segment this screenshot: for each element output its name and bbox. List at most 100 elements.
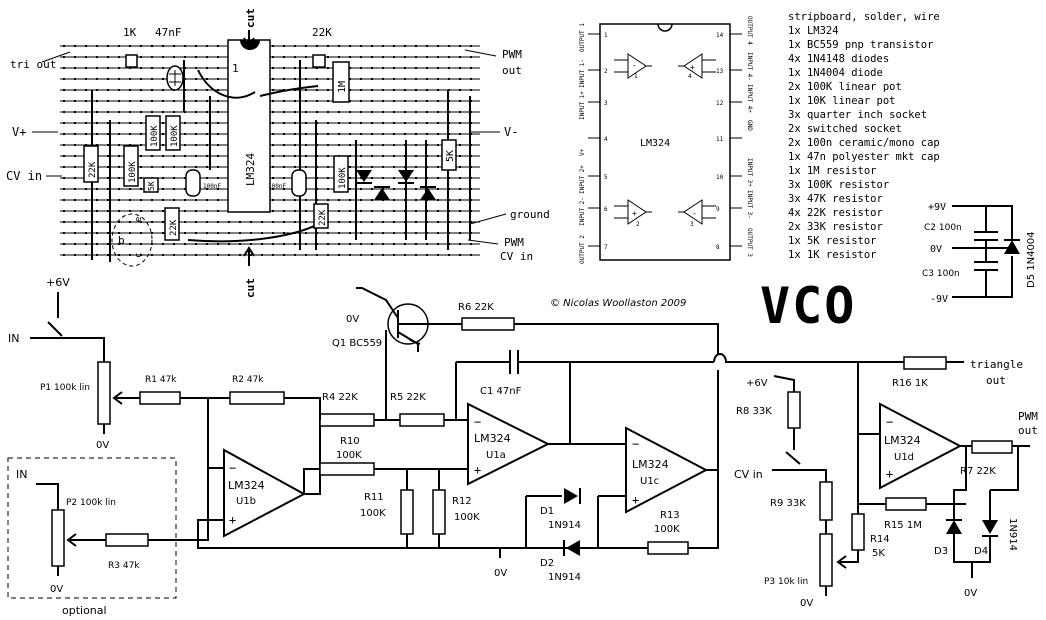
board-100k-a [123,145,139,187]
strip-hole [195,199,197,201]
strip-hole [63,111,65,113]
strip-hole [129,144,131,146]
strip-hole [140,210,142,212]
sch-optional-box [7,457,177,599]
strip-hole [107,232,109,234]
strip-hole [184,166,186,168]
pinout-amp-number: 1 [634,73,638,80]
parts-list-item: 1x BC559 pnp transistor [788,39,934,51]
strip-hole [173,254,175,256]
strip-hole [140,133,142,135]
strip-hole [459,254,461,256]
power-plus9-label: +9V [928,202,946,213]
board-100nf-a [185,169,201,197]
strip-hole [470,45,472,47]
strip-hole [415,199,417,201]
strip-hole [404,45,406,47]
strip-hole [96,188,98,190]
strip-hole [140,166,142,168]
stripboard-ic-body [227,39,271,213]
strip-hole [437,232,439,234]
strip-hole [96,199,98,201]
strip-hole [393,45,395,47]
strip-hole [393,199,395,201]
strip-hole [85,188,87,190]
sch-u1a [467,402,551,486]
jumper-wire-a [197,69,256,99]
strip-hole [107,177,109,179]
stripboard-cut-bottom: cut [244,278,257,298]
strip-hole [272,133,274,135]
sch-u1c-wiring [525,469,719,549]
strip-hole [74,78,76,80]
strip-hole [283,232,285,234]
sch-u1a-plus: + [474,463,481,477]
strip-hole [349,45,351,47]
strip-hole [360,122,362,124]
strip-hole [140,67,142,69]
strip-hole [283,177,285,179]
strip-hole [228,221,230,223]
strip-hole [349,144,351,146]
strip-hole [151,67,153,69]
strip-hole [151,45,153,47]
pinout-notch [657,23,673,32]
strip-hole [96,144,98,146]
strip-hole [327,254,329,256]
board-100nf-b-label: 100nF [268,183,286,190]
sch-c1-label: C1 47nF [480,386,522,397]
strip-hole [162,100,164,102]
strip-hole [162,155,164,157]
sch-r3 [105,533,149,547]
strip-hole [272,89,274,91]
sch-gnd-right: 0V [964,588,977,599]
strip-hole [349,100,351,102]
board-diode-2 [374,188,390,200]
strip-hole [118,166,120,168]
strip-hole [195,254,197,256]
strip-hole [129,232,131,234]
sch-r6-wiring [514,323,719,470]
strip-hole [118,78,120,80]
power-zero-label: 0V [930,244,942,255]
strip-hole [382,155,384,157]
strip-hole [272,100,274,102]
strip-hole [371,78,373,80]
cut-bottom-arrow [243,246,255,266]
sch-u1a-label: LM324 [474,432,511,445]
sch-p2-label: P2 100k lin [66,498,116,508]
strip-hole [415,100,417,102]
sch-in-opt: IN [16,468,27,481]
strip-hole [459,89,461,91]
strip-hole [371,56,373,58]
strip-hole [327,155,329,157]
pwm-out-sch-word2: out [1018,424,1038,437]
strip-hole [206,210,208,212]
strip-hole [294,210,296,212]
strip-hole [217,221,219,223]
strip-hole [437,177,439,179]
strip-hole [371,133,373,135]
strip-hole [327,232,329,234]
label-47nf: 47nF [155,26,182,39]
power-section: +9V C2 100n 0V C3 100n -9V D5 1N4004 [922,202,1037,305]
sch-r11-val: 100K [360,508,386,519]
strip-hole [371,243,373,245]
board-5k-small-label: 5K [147,181,156,191]
sch-c1-plates [509,350,519,374]
strip-hole [305,155,307,157]
strip-hole [470,254,472,256]
strip-hole [459,166,461,168]
strip-hole [283,67,285,69]
sch-p1-label: P1 100k lin [40,383,90,393]
strip-hole [349,254,351,256]
strip-hole [85,67,87,69]
strip-hole [184,210,186,212]
strip-hole [129,221,131,223]
strip-hole [195,122,197,124]
strip-hole [360,133,362,135]
strip-hole [393,111,395,113]
strip-hole [107,78,109,80]
strip-hole [195,155,197,157]
